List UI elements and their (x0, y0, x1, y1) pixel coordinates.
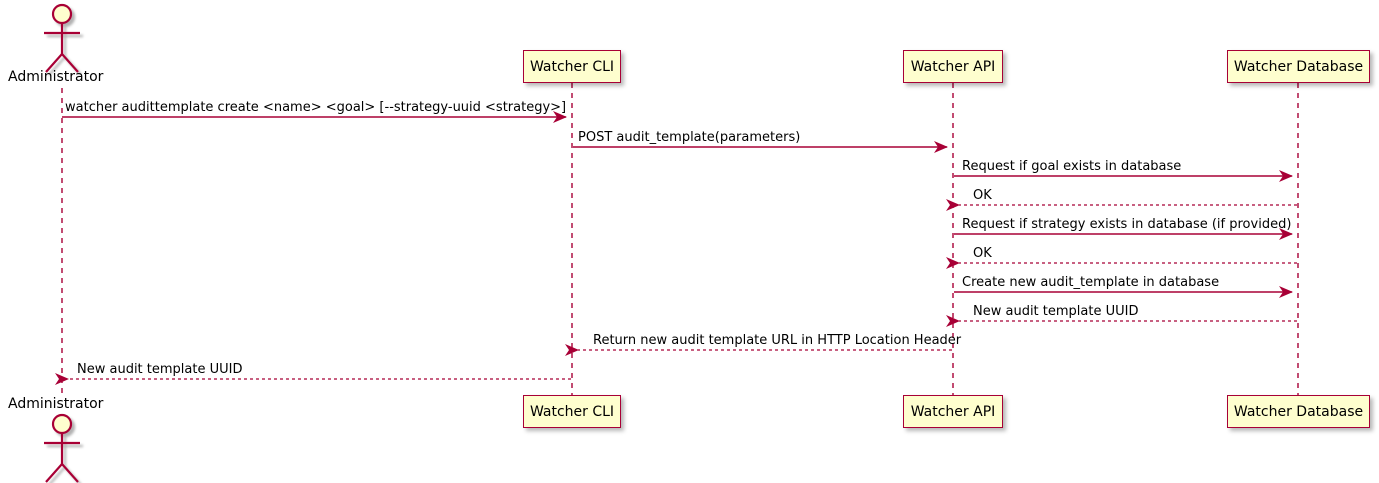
message-arrows (55, 111, 1297, 385)
participant-box-watcher-api-top[interactable]: Watcher API (903, 50, 1003, 83)
actor-label-administrator-bottom: Administrator (8, 396, 104, 412)
participant-box-watcher-cli-top[interactable]: Watcher CLI (523, 50, 621, 83)
participant-box-watcher-database-top[interactable]: Watcher Database (1227, 50, 1370, 83)
message-label-3: Request if goal exists in database (962, 159, 1182, 174)
participant-box-watcher-cli-bottom[interactable]: Watcher CLI (523, 395, 621, 428)
actor-administrator-bottom (44, 413, 80, 483)
participant-box-watcher-database-bottom[interactable]: Watcher Database (1227, 395, 1370, 428)
message-label-8: New audit template UUID (973, 304, 1139, 319)
message-label-7: Create new audit_template in database (962, 275, 1220, 290)
actor-label-administrator-top: Administrator (8, 69, 104, 85)
message-label-9: Return new audit template URL in HTTP Lo… (593, 333, 962, 348)
message-label-6: OK (973, 246, 992, 261)
message-label-4: OK (973, 188, 992, 203)
message-label-5: Request if strategy exists in database (… (962, 217, 1292, 232)
message-label-1: watcher audittemplate create <name> <goa… (65, 100, 567, 115)
participant-box-watcher-api-bottom[interactable]: Watcher API (903, 395, 1003, 428)
lifelines (61, 83, 1299, 398)
actor-administrator-top (44, 3, 80, 73)
message-label-10: New audit template UUID (77, 362, 243, 377)
message-label-2: POST audit_template(parameters) (578, 130, 801, 145)
